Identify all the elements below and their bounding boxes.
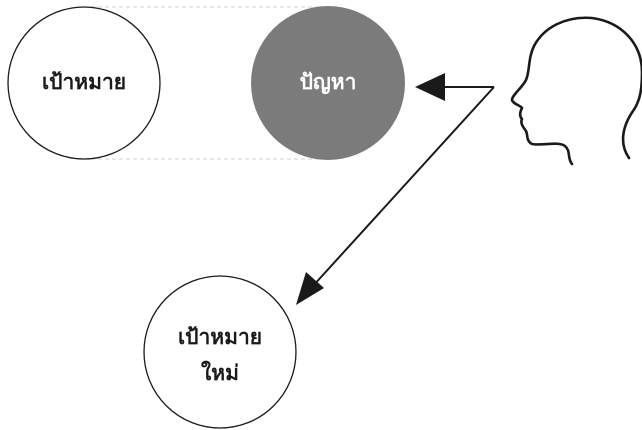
goal-label: เป้าหมาย bbox=[42, 70, 126, 94]
new-goal-node: เป้าหมาย ใหม่ bbox=[143, 275, 297, 429]
problem-node: ปัญหา bbox=[251, 6, 405, 160]
arrowhead-problem bbox=[415, 73, 445, 101]
problem-circle bbox=[251, 6, 405, 160]
arrow-to-new-goal bbox=[311, 86, 495, 288]
problem-label: ปัญหา bbox=[300, 70, 357, 95]
new-goal-label-line1: เป้าหมาย bbox=[178, 325, 262, 349]
goal-circle bbox=[7, 6, 161, 160]
new-goal-circle bbox=[143, 275, 297, 429]
arrowhead-new-goal bbox=[296, 272, 324, 305]
human-head-profile-icon bbox=[510, 16, 642, 166]
goal-node: เป้าหมาย bbox=[7, 6, 161, 160]
new-goal-label-line2: ใหม่ bbox=[201, 360, 239, 385]
